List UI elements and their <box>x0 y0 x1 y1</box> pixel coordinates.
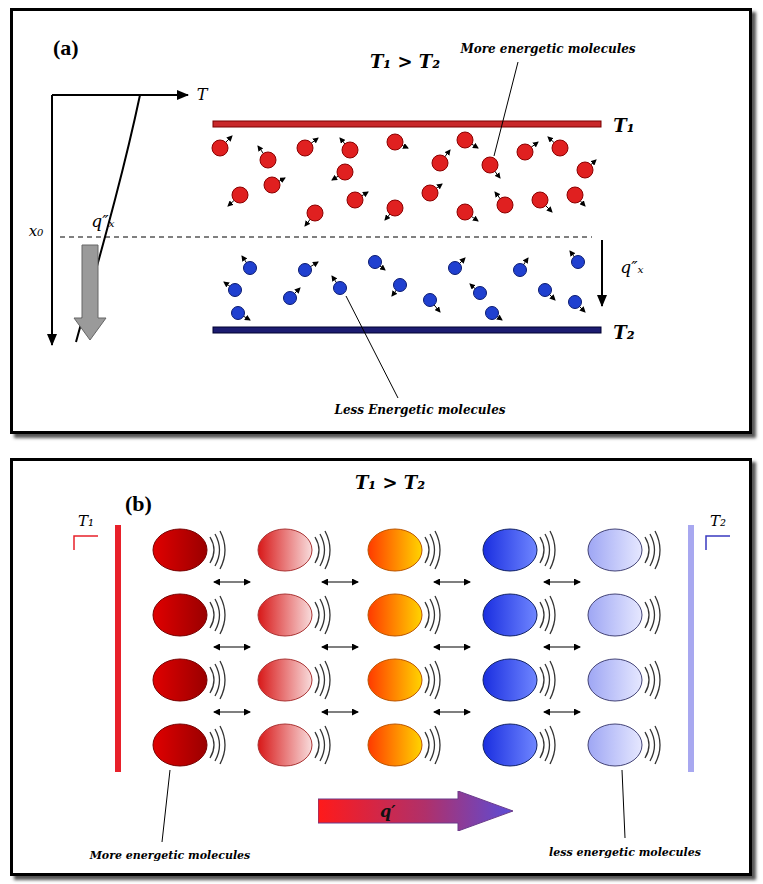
panel-label: (a) <box>53 35 79 61</box>
temperature-label: T₁ <box>78 513 94 530</box>
temperature-relation: T₁ > T₂ <box>355 473 425 494</box>
callout-text: More energetic molecules <box>90 850 251 863</box>
temperature-relation: T₁ > T₂ <box>370 52 440 73</box>
panel-frame: (b) q′ <box>10 458 752 876</box>
callout-text: less energetic molecules <box>549 847 701 860</box>
panel-frame: (a) <box>10 8 752 434</box>
heat-flow-arrow: q′ <box>318 791 513 831</box>
temperature-label: T₁ <box>613 116 634 137</box>
heat-flux-label: q″ₓ <box>91 212 114 232</box>
temperature-label: T₂ <box>710 513 726 530</box>
flux-label: q′ <box>380 802 395 821</box>
heat-flux-label: q″ₓ <box>620 258 643 278</box>
callout-text: More energetic molecules <box>460 43 635 57</box>
panel-label: (b) <box>125 491 152 517</box>
temperature-label: T₂ <box>613 323 634 344</box>
arrow-shape <box>318 791 513 831</box>
axis-label: x₀ <box>29 223 43 240</box>
axis-label: T <box>197 86 208 104</box>
callout-text: Less Energetic molecules <box>334 404 505 418</box>
